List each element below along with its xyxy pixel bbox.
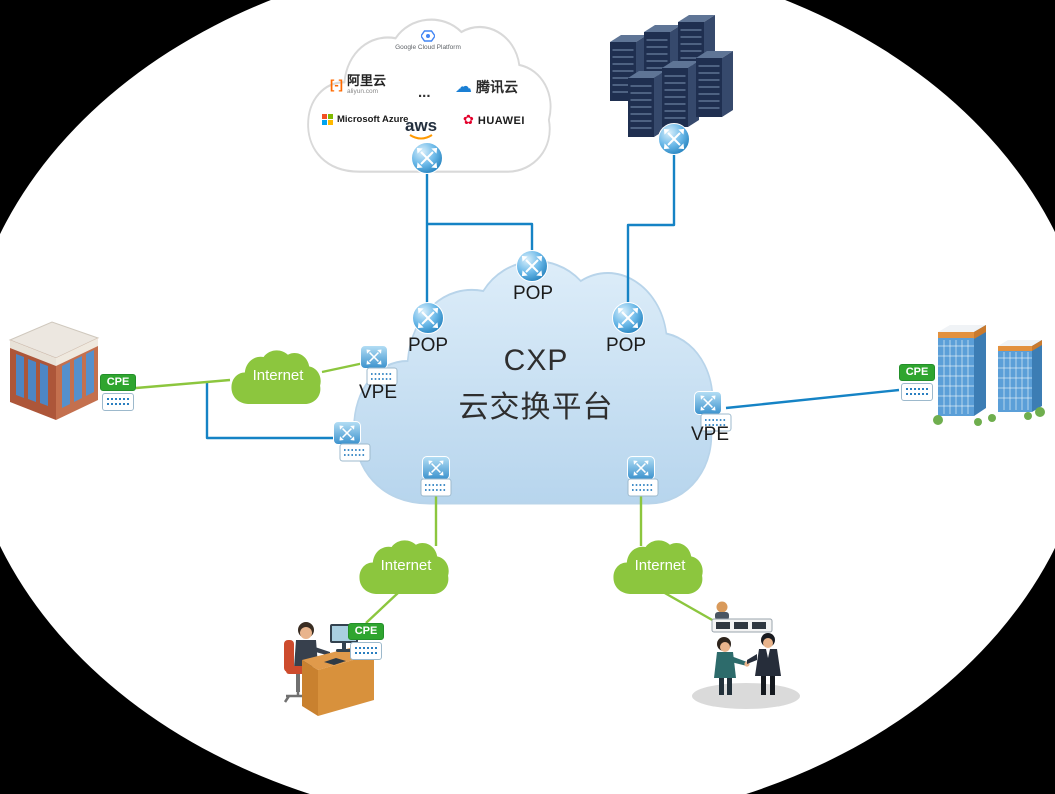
skyscrapers-illustration [933, 325, 1045, 426]
link-internet-people [662, 590, 715, 623]
internet-label-bottom-left: Internet [380, 557, 432, 574]
switch-icon-vpe-lower-left [334, 422, 361, 445]
microsoft-icon [322, 114, 333, 125]
link-building-vpe-lower [205, 382, 338, 440]
router-icon-pop-1 [413, 303, 444, 334]
vpe-label-right: VPE [690, 424, 730, 445]
aliyun-domain: aliyun.com [347, 87, 379, 95]
huawei-icon: ✿ [463, 113, 474, 128]
logo-ellipsis: ... [418, 84, 431, 101]
router-icon-pop-2 [517, 251, 548, 282]
google-cloud-label: Google Cloud Platform [395, 44, 461, 51]
datacenter-illustration [609, 14, 734, 138]
cpe-device-right [901, 383, 933, 401]
aliyun-label: 阿里云 [347, 73, 387, 88]
switch-icon-bottom-left [423, 457, 450, 480]
logo-microsoft-azure: Microsoft Azure [322, 114, 408, 125]
pop-label-2: POP [512, 283, 554, 304]
link-internet-cpe-bottom [365, 591, 400, 624]
aws-smile-icon [409, 134, 433, 140]
business-people-illustration [692, 601, 800, 709]
link-providers-pop2 [427, 222, 534, 252]
router-icon-datacenter [659, 124, 690, 155]
logo-aws: aws [405, 116, 438, 141]
huawei-label: HUAWEI [477, 114, 525, 127]
cpe-badge-bottom: CPE [348, 623, 384, 640]
aws-label: aws [405, 116, 438, 135]
cpe-badge-right: CPE [899, 364, 935, 381]
office-building-illustration [8, 321, 100, 420]
link-cpe-right-vpe-right [725, 388, 900, 410]
internet-label-left: Internet [252, 367, 304, 384]
link-internet-vpe-left [321, 361, 365, 374]
pop-label-3: POP [605, 335, 647, 356]
cxp-subtitle: 云交换平台 [458, 391, 614, 424]
pop-label-1: POP [407, 335, 449, 356]
aliyun-icon: [-] [330, 76, 343, 92]
switch-icon-bottom-right [628, 457, 655, 480]
switch-icon-vpe-left [361, 346, 388, 369]
logo-tencent-cloud: ☁ 腾讯云 [455, 77, 518, 97]
device-icon-bottom-right [627, 478, 659, 497]
device-icon-bottom-left [420, 478, 452, 497]
cpe-device-left [102, 393, 134, 411]
router-icon-pop-3 [613, 303, 644, 334]
connection-lines [135, 152, 900, 624]
internet-label-bottom-right: Internet [634, 557, 686, 574]
tencent-cloud-label: 腾讯云 [476, 79, 518, 95]
link-cpe-left-internet [135, 378, 231, 390]
provider-logos: Google Cloud Platform [-] 阿里云 aliyun.com… [300, 22, 556, 162]
link-datacenter-pop3 [626, 152, 676, 305]
azure-label: Microsoft Azure [337, 114, 409, 125]
cxp-title: CXP [503, 344, 569, 377]
logo-huawei: ✿ HUAWEI [463, 114, 525, 127]
google-cloud-icon [421, 30, 435, 42]
tencent-cloud-icon: ☁ [455, 76, 472, 97]
logo-google-cloud: Google Cloud Platform [300, 30, 556, 51]
device-icon-vpe-lower-left [339, 443, 371, 462]
logo-aliyun: [-] 阿里云 aliyun.com [330, 74, 386, 95]
bushes [933, 407, 1045, 426]
cpe-device-bottom [350, 642, 382, 660]
cpe-badge-left: CPE [100, 374, 136, 391]
switch-icon-vpe-right [695, 392, 722, 415]
vpe-label-left: VPE [358, 382, 398, 403]
